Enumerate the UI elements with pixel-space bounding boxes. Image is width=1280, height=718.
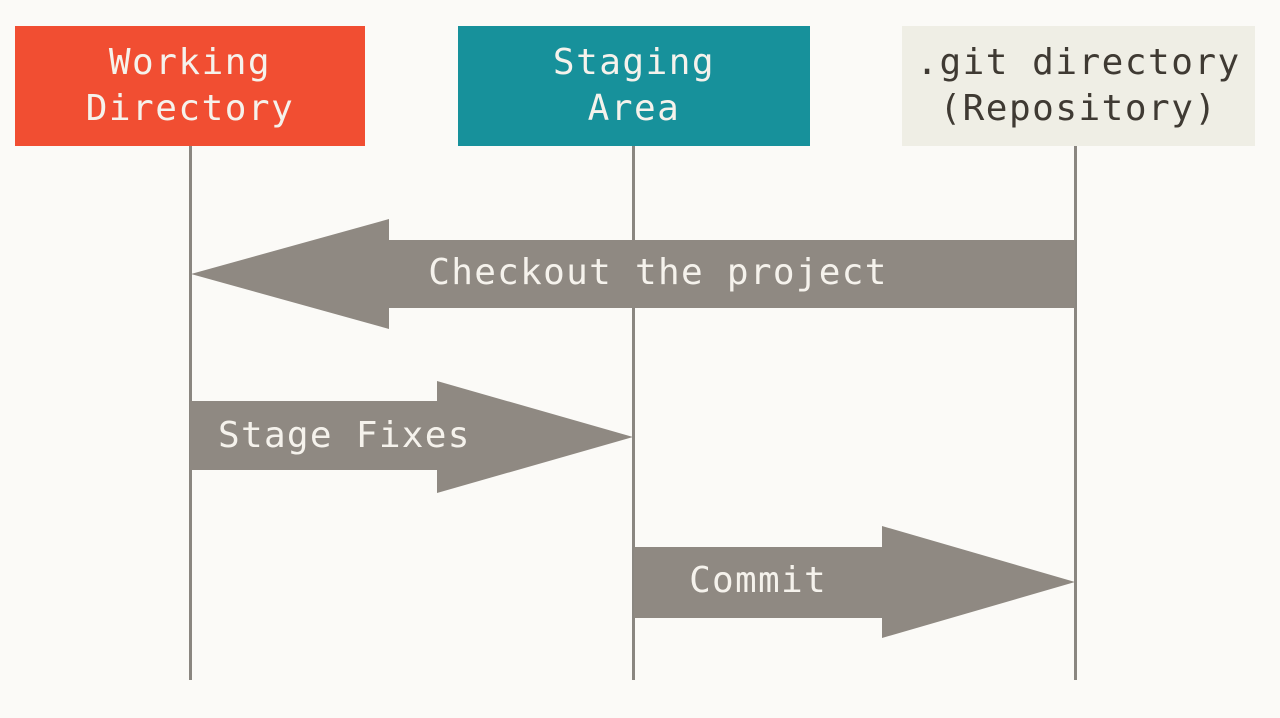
stage-fixes-arrow-shaft bbox=[190, 401, 437, 470]
commit-arrowhead-right-icon bbox=[882, 526, 1075, 638]
checkout-arrow-shaft bbox=[389, 240, 1075, 308]
commit-arrow-shaft bbox=[634, 547, 882, 618]
staging-area-lifeline bbox=[632, 146, 635, 680]
git-directory-lifeline bbox=[1074, 146, 1077, 680]
git-directory-label: .git directory (Repository) bbox=[916, 42, 1241, 129]
git-directory-box: .git directory (Repository) bbox=[902, 26, 1255, 146]
checkout-arrow: Checkout the project bbox=[191, 219, 1075, 329]
commit-arrow-label: Commit bbox=[689, 559, 827, 601]
staging-area-label: Staging Area bbox=[552, 42, 716, 129]
stage-fixes-arrow-label: Stage Fixes bbox=[218, 414, 471, 456]
checkout-arrowhead-left-icon bbox=[191, 219, 389, 329]
staging-area-box: Staging Area bbox=[458, 26, 810, 146]
working-directory-box: Working Directory bbox=[15, 26, 365, 146]
checkout-arrow-label: Checkout the project bbox=[428, 251, 888, 293]
stage-fixes-arrowhead-right-icon bbox=[437, 381, 633, 493]
commit-arrow: Commit bbox=[634, 526, 1075, 638]
stage-fixes-arrow: Stage Fixes bbox=[190, 381, 633, 493]
working-directory-label: Working Directory bbox=[85, 42, 295, 129]
